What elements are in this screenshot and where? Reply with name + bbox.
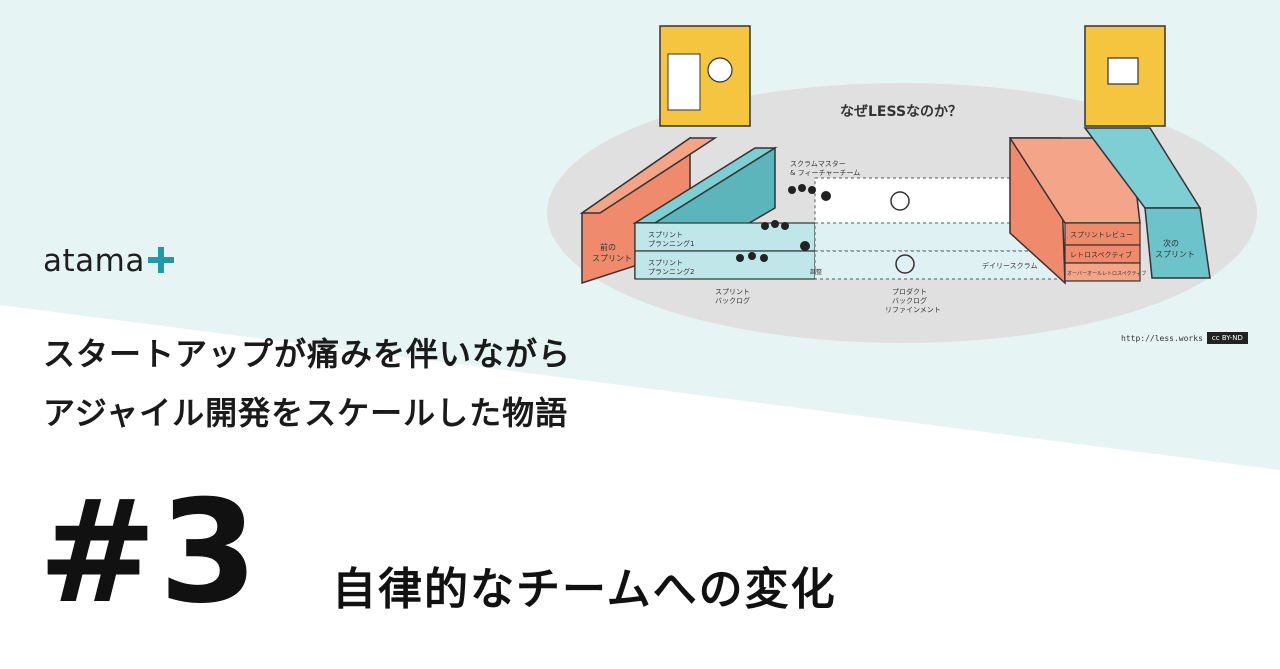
- sprint-review-label: スプリントレビュー: [1070, 230, 1133, 239]
- plus-icon: [147, 247, 174, 273]
- retrospective-label: レトロスペクティブ: [1070, 250, 1132, 259]
- feature-team-label: & フィーチャーチーム: [790, 169, 860, 177]
- overall-retro-label: オーバーオールレトロスペクティブ: [1067, 270, 1146, 277]
- team-members-illustration: [736, 184, 831, 262]
- pbr-sub1: バックログ: [892, 296, 927, 305]
- prev-sprint-label: 前の: [600, 242, 616, 252]
- next-sprint-label-2: スプリント: [1155, 250, 1195, 259]
- coordination-label: 調整: [810, 268, 822, 276]
- cc-license-badge: cc BY-ND: [1206, 332, 1248, 345]
- brand-logo: atama: [43, 246, 174, 277]
- illustration-title: なぜLESSなのか？: [840, 104, 962, 120]
- less-framework-illustration: なぜLESSなのか？ 前の スプリント スプリント プランニング1 スプリント …: [547, 25, 1257, 343]
- episode-number: #3: [38, 470, 260, 635]
- sprint-planning-2-label: スプリント: [648, 259, 683, 267]
- license-footer: http://less.works cc BY-ND: [1121, 332, 1248, 345]
- scrum-master-label: スクラムマスター: [790, 159, 846, 168]
- headline-line-1: スタートアップが痛みを伴いながら: [43, 335, 572, 373]
- sprint-backlog-sub: バックログ: [715, 296, 750, 305]
- license-url[interactable]: http://less.works: [1121, 333, 1203, 343]
- daily-scrum-label: デイリースクラム: [982, 261, 1037, 270]
- sprint-planning-1-label: スプリント: [648, 231, 683, 239]
- sprint-planning-1-sub: プランニング1: [648, 239, 694, 248]
- sprint-backlog-label: スプリント: [715, 288, 750, 296]
- pbr-sub2: リファインメント: [885, 306, 941, 314]
- product-backlog-refinement-label: プロダクト: [892, 287, 927, 296]
- sprint-planning-2-sub: プランニング2: [648, 267, 694, 276]
- prev-sprint-label-2: スプリント: [592, 254, 632, 263]
- brand-name: atama: [43, 243, 145, 279]
- episode-title: 自律的なチームへの変化: [332, 564, 837, 615]
- headline-line-2: アジャイル開発をスケールした物語: [43, 394, 569, 432]
- next-sprint-label: 次の: [1163, 238, 1179, 248]
